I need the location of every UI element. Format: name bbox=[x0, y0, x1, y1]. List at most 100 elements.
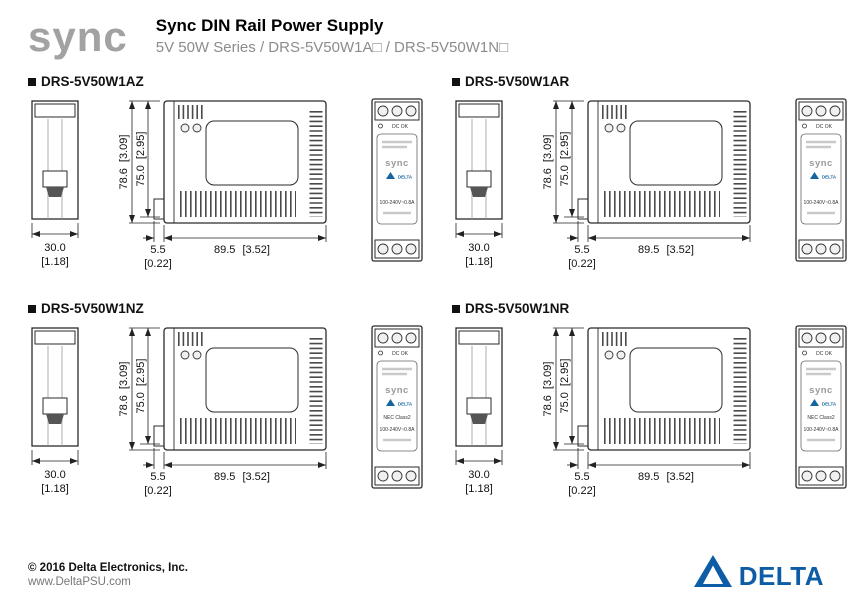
model-name: DRS-5V50W1NZ bbox=[41, 301, 144, 316]
front-label bbox=[376, 360, 418, 452]
dim-side-width-in: [1.18] bbox=[41, 256, 69, 268]
dc-ok-led bbox=[802, 123, 807, 129]
model-heading: DRS-5V50W1AR bbox=[452, 74, 849, 89]
model-panel: DRS-5V50W1AZ 30.0 [1.18] bbox=[28, 74, 425, 285]
delta-triangle-icon bbox=[386, 399, 395, 406]
profile-view: 78.6[3.09] 75.0[2.95] 5.5 [0.22] 89.5[3.… bbox=[118, 327, 327, 497]
header-titles: Sync DIN Rail Power Supply 5V 50W Series… bbox=[156, 16, 508, 56]
mechanical-drawing: 30.0 [1.18] 78.6[3.09] bbox=[31, 98, 423, 270]
terminal-screw bbox=[801, 243, 813, 255]
page-title: Sync DIN Rail Power Supply bbox=[155, 16, 384, 35]
front-label bbox=[376, 133, 418, 225]
mechanical-drawing: 30.0 [1.18] 78.6[3.09] bbox=[31, 325, 423, 497]
dc-ok-label: DC OK bbox=[816, 124, 833, 130]
terminal-screw bbox=[377, 332, 389, 344]
terminal-screw bbox=[405, 105, 417, 117]
side-view: 30.0 [1.18] bbox=[455, 100, 503, 268]
dim-height-outer: 78.6[3.09] bbox=[542, 135, 554, 190]
din-clip bbox=[42, 170, 68, 188]
page-subtitle: 5V 50W Series / DRS-5V50W1A□ / DRS-5V50W… bbox=[155, 39, 509, 56]
label-area bbox=[205, 347, 299, 413]
dc-ok-label: DC OK bbox=[392, 351, 409, 357]
dim-offset-mm: 5.5 bbox=[574, 471, 589, 483]
front-view: DC OK sync DELTA NEC Class2 100-240V~0.8… bbox=[371, 325, 423, 489]
dim-body-width: 89.5[3.52] bbox=[214, 244, 270, 256]
dim-offset-in: [0.22] bbox=[144, 485, 172, 497]
dim-height-inner: 75.0[2.95] bbox=[559, 359, 571, 414]
terminal-screw bbox=[829, 332, 841, 344]
terminal-screw bbox=[377, 243, 389, 255]
model-panel: DRS-5V50W1NZ 30.0 [1.18] bbox=[28, 301, 425, 512]
din-tab bbox=[577, 425, 589, 447]
page-footer: © 2016 Delta Electronics, Inc. www.Delta… bbox=[28, 554, 824, 589]
bullet-square-icon bbox=[28, 304, 36, 313]
dim-offset-mm: 5.5 bbox=[574, 244, 589, 256]
terminal-screw bbox=[377, 470, 389, 482]
copyright: © 2016 Delta Electronics, Inc. bbox=[28, 562, 188, 574]
delta-triangle-icon bbox=[810, 399, 819, 406]
terminal-screw bbox=[801, 470, 813, 482]
dim-offset-in: [0.22] bbox=[568, 485, 596, 497]
terminal-screw bbox=[405, 243, 417, 255]
front-view: DC OK sync DELTA NEC Class2 100-240V~0.8… bbox=[795, 325, 847, 489]
bullet-square-icon bbox=[452, 304, 460, 313]
dc-ok-led bbox=[378, 123, 383, 129]
din-clip bbox=[466, 397, 492, 415]
dim-offset-in: [0.22] bbox=[144, 258, 172, 270]
input-rating-label: 100-240V~0.8A bbox=[380, 427, 416, 433]
input-rating-label: 100-240V~0.8A bbox=[804, 200, 840, 206]
dim-offset-in: [0.22] bbox=[568, 258, 596, 270]
bullet-square-icon bbox=[28, 77, 36, 86]
din-clip bbox=[42, 397, 68, 415]
front-note-label: NEC Class2 bbox=[807, 415, 834, 421]
side-view: 30.0 [1.18] bbox=[31, 100, 79, 268]
terminal-screw bbox=[815, 332, 827, 344]
page-header: sync Sync DIN Rail Power Supply 5V 50W S… bbox=[28, 14, 824, 58]
terminal-screw bbox=[829, 105, 841, 117]
delta-triangle-icon bbox=[810, 172, 819, 179]
terminal-screw bbox=[829, 243, 841, 255]
dim-offset-mm: 5.5 bbox=[150, 244, 165, 256]
bullet-square-icon bbox=[452, 77, 460, 86]
label-area bbox=[629, 120, 723, 186]
terminal-screw bbox=[377, 105, 389, 117]
delta-label: DELTA bbox=[398, 175, 413, 180]
model-panel: DRS-5V50W1NR 30.0 [1.18] bbox=[452, 301, 849, 512]
dc-ok-label: DC OK bbox=[392, 124, 409, 130]
delta-logo: DELTA bbox=[693, 554, 824, 589]
dim-height-inner: 75.0[2.95] bbox=[559, 132, 571, 187]
label-area bbox=[205, 120, 299, 186]
terminal-screw bbox=[405, 332, 417, 344]
dc-ok-label: DC OK bbox=[816, 351, 833, 357]
terminal-screw bbox=[815, 105, 827, 117]
side-view: 30.0 [1.18] bbox=[31, 327, 79, 495]
din-clip-spring bbox=[46, 414, 64, 424]
mechanical-drawing: 30.0 [1.18] 78.6[3.09] bbox=[455, 98, 847, 270]
input-rating-label: 100-240V~0.8A bbox=[804, 427, 840, 433]
terminal-screw bbox=[829, 470, 841, 482]
dim-height-outer: 78.6[3.09] bbox=[542, 362, 554, 417]
dim-height-outer: 78.6[3.09] bbox=[118, 362, 130, 417]
dim-body-width: 89.5[3.52] bbox=[638, 471, 694, 483]
side-view: 30.0 [1.18] bbox=[455, 327, 503, 495]
din-clip-spring bbox=[46, 187, 64, 197]
delta-triangle-icon bbox=[386, 172, 395, 179]
label-area bbox=[629, 347, 723, 413]
dim-side-width-in: [1.18] bbox=[41, 483, 69, 495]
dim-side-width-mm: 30.0 bbox=[44, 242, 65, 254]
panels-grid: DRS-5V50W1AZ 30.0 [1.18] bbox=[28, 74, 847, 512]
model-heading: DRS-5V50W1NZ bbox=[28, 301, 425, 316]
front-label bbox=[800, 360, 842, 452]
front-note-label: NEC Class2 bbox=[383, 415, 410, 421]
dc-ok-led bbox=[802, 350, 807, 356]
terminal-screw bbox=[391, 470, 403, 482]
input-rating-label: 100-240V~0.8A bbox=[380, 200, 416, 206]
terminal-screw bbox=[801, 332, 813, 344]
front-view: DC OK sync DELTA 100-240V~0.8A bbox=[795, 98, 847, 262]
dim-body-width: 89.5[3.52] bbox=[214, 471, 270, 483]
dim-side-width-mm: 30.0 bbox=[44, 469, 65, 481]
footer-copy: © 2016 Delta Electronics, Inc. www.Delta… bbox=[28, 562, 188, 588]
sync-brand-label: sync bbox=[809, 385, 833, 396]
profile-view: 78.6[3.09] 75.0[2.95] 5.5 [0.22] 89.5[3.… bbox=[542, 327, 751, 497]
model-heading: DRS-5V50W1NR bbox=[452, 301, 849, 316]
